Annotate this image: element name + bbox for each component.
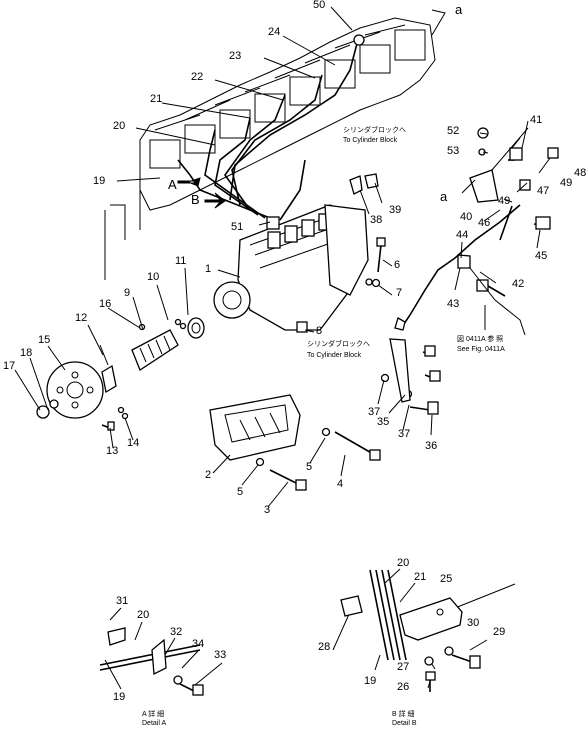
- oil-pipe: [394, 127, 529, 336]
- callout-22: 22: [191, 71, 204, 83]
- callout-11: 11: [175, 255, 187, 267]
- callout-39: 39: [389, 204, 402, 216]
- callout-9: 9: [124, 287, 131, 299]
- callout-38: 38: [370, 214, 383, 226]
- callout-15: 15: [38, 334, 51, 346]
- note-cylinder-block-mid-jp: シリンダブロックへ: [307, 341, 370, 348]
- callout-16: 16: [99, 298, 112, 310]
- pump-bracket: [209, 394, 301, 461]
- note-cylinder-block-top-jp: シリンダブロックへ: [343, 127, 406, 134]
- callout-26: 26: [397, 681, 410, 693]
- callout-3: 3: [264, 504, 271, 516]
- callout-49-lower: 49: [498, 195, 511, 207]
- callout-20-detail-a: 20: [137, 609, 150, 621]
- note-cylinder-block-top-en: To Cylinder Block: [343, 137, 398, 144]
- callout-21: 21: [150, 93, 163, 105]
- callout-a-top: a: [455, 2, 463, 17]
- callout-36: 36: [425, 440, 438, 452]
- callout-49-upper: 49: [560, 177, 573, 189]
- detail-a-drawing: [99, 627, 204, 696]
- callout-18: 18: [20, 347, 33, 359]
- callout-12: 12: [75, 312, 88, 324]
- callout-42: 42: [512, 278, 525, 290]
- callout-5-right: 5: [306, 461, 313, 473]
- callout-19: 19: [93, 175, 106, 187]
- callout-40: 40: [460, 211, 473, 223]
- callout-33: 33: [214, 649, 227, 661]
- callout-51: 51: [231, 221, 244, 233]
- caption-detail-b-en: Detail B: [392, 720, 417, 727]
- callout-10: 10: [147, 271, 160, 283]
- callout-2: 2: [205, 469, 212, 481]
- callout-48: 48: [574, 167, 587, 179]
- view-arrow-a-label: A: [168, 177, 177, 192]
- callout-4: 4: [337, 478, 344, 490]
- callout-20: 20: [113, 120, 126, 132]
- cylinder-block-outline: [104, 17, 436, 280]
- callout-31: 31: [116, 595, 129, 607]
- callout-34: 34: [192, 638, 205, 650]
- callout-37-left: 37: [368, 406, 381, 418]
- callout-29: 29: [493, 626, 506, 638]
- callout-8: 8: [316, 325, 323, 337]
- callout-5-left: 5: [237, 486, 244, 498]
- view-arrows: [177, 177, 226, 209]
- callout-47: 47: [537, 185, 550, 197]
- callout-13: 13: [106, 445, 119, 457]
- callout-7: 7: [396, 287, 403, 299]
- injection-pump: [213, 204, 369, 331]
- leader-lines: [14, 6, 551, 690]
- callout-24: 24: [268, 26, 281, 38]
- callout-37-right: 37: [398, 428, 411, 440]
- injection-pipes: [177, 39, 359, 221]
- callout-45: 45: [535, 250, 548, 262]
- caption-detail-a-jp: A 詳 細: [142, 711, 165, 718]
- note-see-fig-jp: 図 0411A 参 照: [457, 336, 504, 343]
- callout-1: 1: [205, 263, 212, 275]
- callout-25: 25: [440, 573, 453, 585]
- callout-27: 27: [397, 661, 410, 673]
- callout-19-detail-a: 19: [113, 691, 126, 703]
- callout-41: 41: [530, 114, 543, 126]
- note-see-fig-en: See Fig. 0411A: [457, 346, 505, 353]
- gear-parts: [36, 317, 205, 431]
- callout-43: 43: [447, 298, 460, 310]
- callout-23: 23: [229, 50, 242, 62]
- callout-19-detail-b: 19: [364, 675, 377, 687]
- callout-20-detail-b: 20: [397, 557, 410, 569]
- note-cylinder-block-mid-en: To Cylinder Block: [307, 352, 362, 359]
- callout-28: 28: [318, 641, 331, 653]
- callout-50: 50: [313, 0, 326, 11]
- fittings: [266, 34, 411, 403]
- callout-21-detail-b: 21: [414, 571, 427, 583]
- caption-detail-a-en: Detail A: [142, 720, 167, 727]
- callout-a-mid: a: [440, 189, 448, 204]
- callout-52: 52: [447, 125, 460, 137]
- detail-b-drawing: [340, 569, 481, 692]
- callout-35: 35: [377, 416, 390, 428]
- callout-6: 6: [394, 259, 401, 271]
- view-arrow-b-label: B: [191, 192, 200, 207]
- callout-46: 46: [478, 217, 491, 229]
- callout-14: 14: [127, 437, 140, 449]
- caption-detail-b-jp: B 詳 細: [392, 711, 415, 718]
- callout-44: 44: [456, 229, 469, 241]
- callout-53: 53: [447, 145, 460, 157]
- callout-17: 17: [3, 360, 16, 372]
- callout-30: 30: [467, 617, 480, 629]
- callout-32: 32: [170, 626, 183, 638]
